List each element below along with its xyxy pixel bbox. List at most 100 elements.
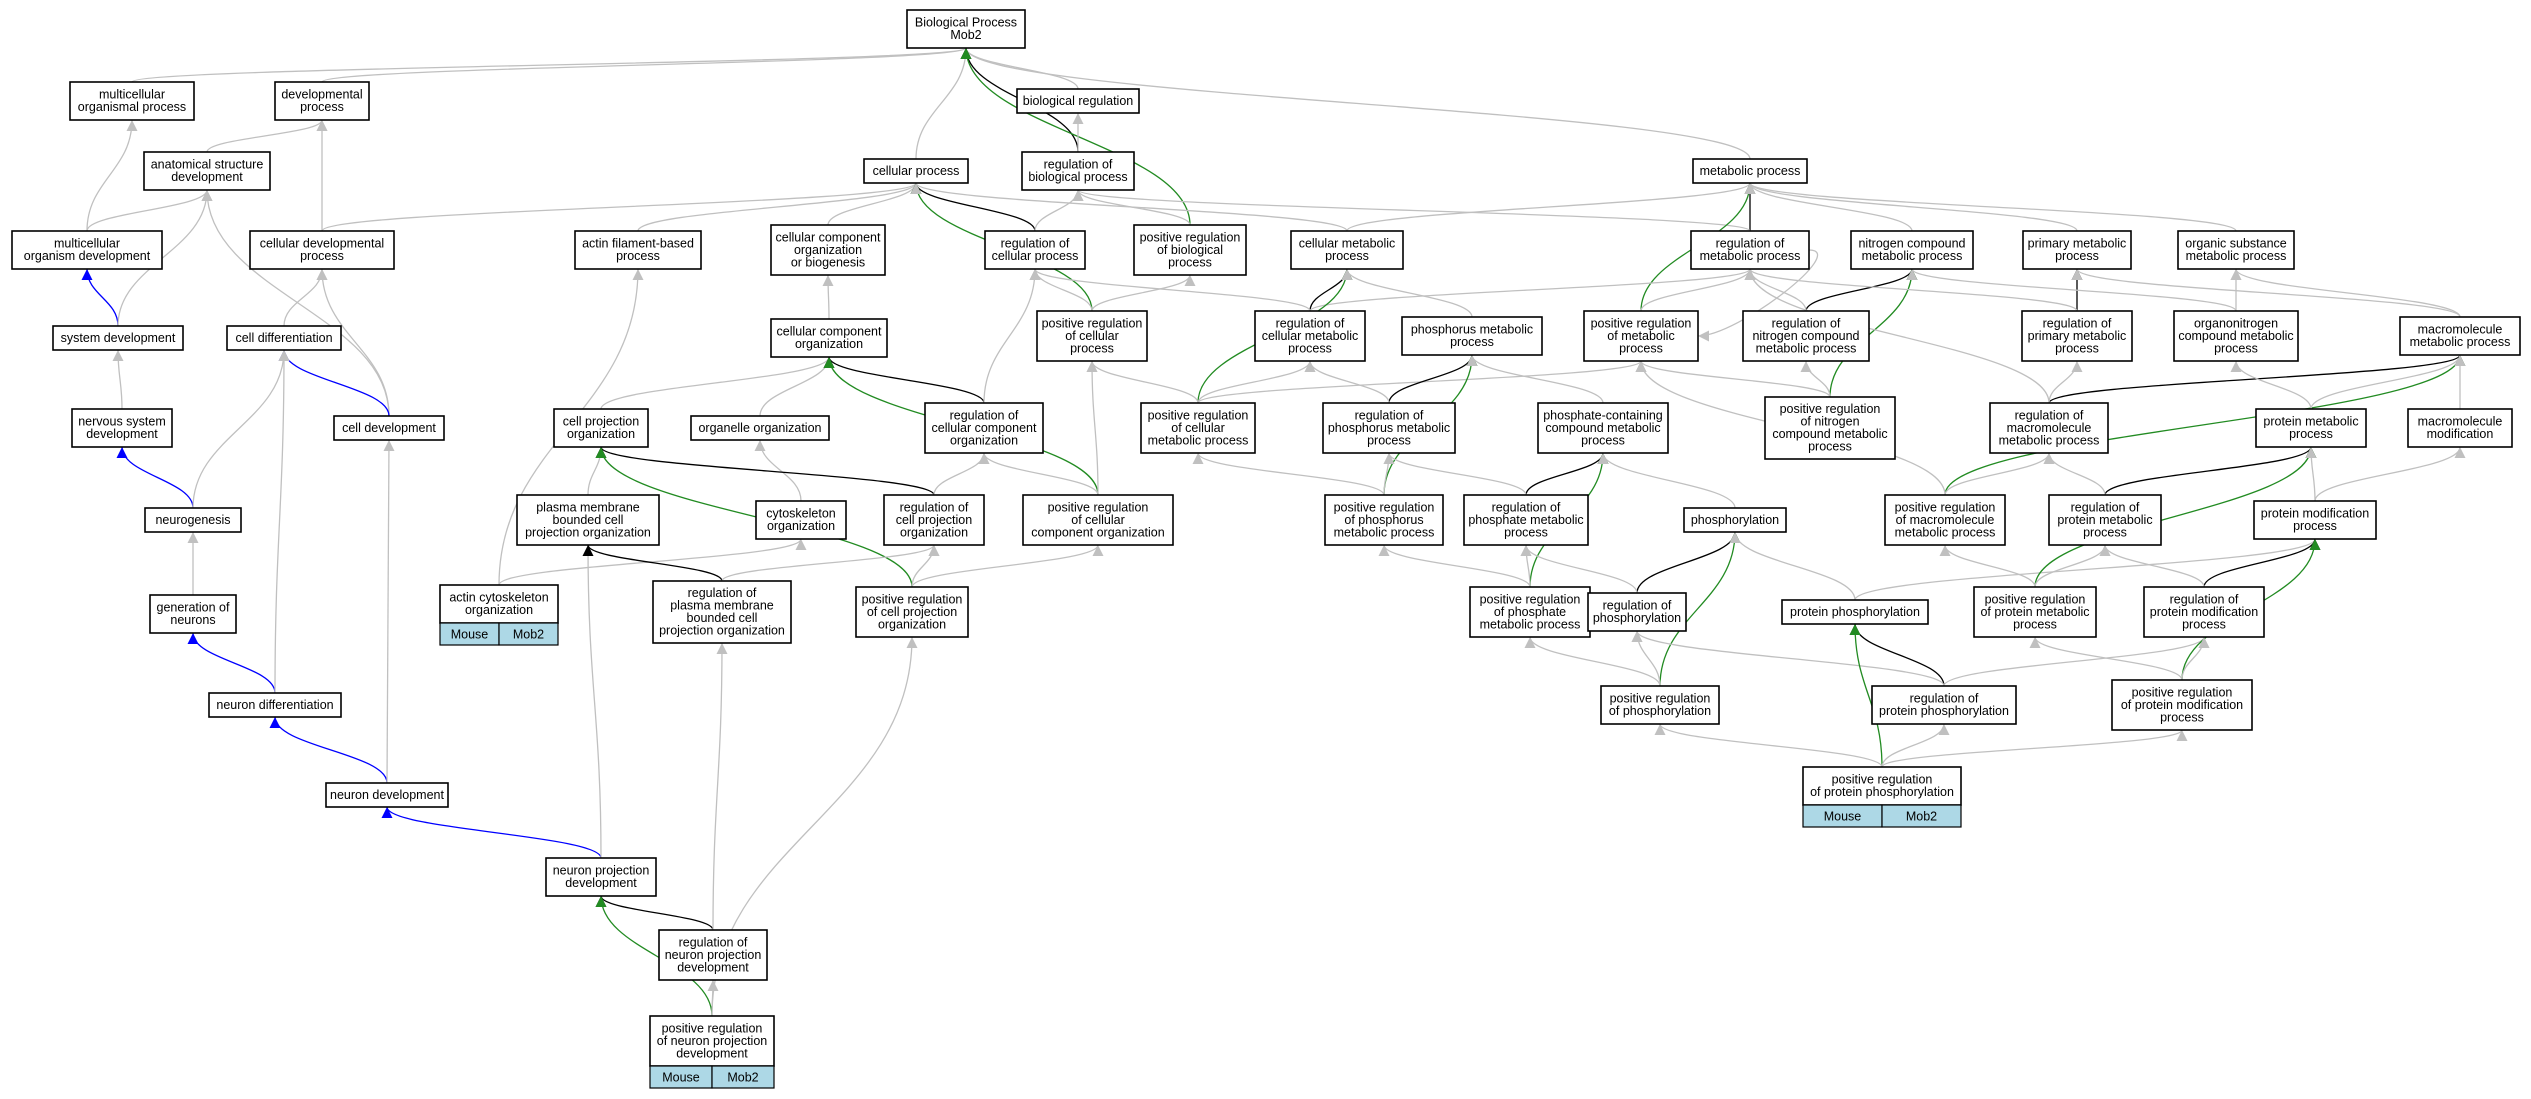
node-ndiff[interactable]: neuron differentiation [208, 692, 342, 718]
node-aco-tag-mob2[interactable]: Mob2 [498, 622, 559, 646]
node-prnpd-label-line: of neuron projection [657, 1034, 768, 1048]
node-rmp-label-line: metabolic process [1700, 249, 1801, 263]
node-rpmodp-label-line: regulation of [2170, 592, 2239, 606]
node-prnpd-tag-mob2[interactable]: Mob2 [711, 1065, 775, 1089]
edge-rcmp-to-rmp [1309, 268, 1756, 312]
node-prprotphos-tag-mouse[interactable]: Mouse [1802, 804, 1883, 828]
node-rmmp-label-line: metabolic process [1999, 433, 2100, 447]
node-aco-tag-mouse[interactable]: Mouse [439, 622, 500, 646]
node-rbp-label-line: regulation of [1044, 158, 1113, 172]
node-protphos[interactable]: protein phosphorylation [1781, 599, 1929, 625]
node-neurogen[interactable]: neurogenesis [144, 507, 242, 533]
node-prcpo-label-line: organization [878, 617, 946, 631]
node-npd-box [545, 857, 657, 897]
edge-npd-to-ndev [381, 806, 602, 859]
node-prbp-label-line: positive regulation [1140, 230, 1241, 244]
node-prprotphos-tag-mob2[interactable]: Mob2 [1881, 804, 1962, 828]
edge-rmmp-to-rpmp [2048, 360, 2083, 404]
edge-mmp-to-osmp [2230, 268, 2461, 318]
node-oo[interactable]: organelle organization [690, 415, 830, 441]
node-celldiff[interactable]: cell differentiation [226, 325, 342, 351]
node-prphmp-label-line: metabolic process [1334, 525, 1435, 539]
edge-rncmp-to-ncmp [1805, 268, 1918, 312]
node-phos[interactable]: phosphorylation [1683, 507, 1787, 533]
node-prnpd-tag-mouse[interactable]: Mouse [649, 1065, 713, 1089]
edges-layer [81, 47, 2466, 1017]
node-sysd[interactable]: system development [52, 325, 184, 351]
node-ndev[interactable]: neuron development [325, 782, 449, 808]
node-metp[interactable]: metabolic process [1692, 158, 1808, 184]
node-rnpd-label-line: development [677, 960, 749, 974]
edge-pccmp-to-phmp [1466, 354, 1604, 404]
edge-rpmodp-to-protmod [2203, 538, 2321, 588]
node-cellp[interactable]: cellular process [863, 158, 969, 184]
edge-rpmbcpo-to-pmbcpo [582, 544, 723, 582]
edge-prphos-to-phos [1659, 531, 1741, 687]
edge-prphmp-to-prcmp [1192, 452, 1385, 496]
node-celldev[interactable]: cell development [333, 415, 445, 441]
node-prprotphos-label-line: positive regulation [1832, 773, 1933, 787]
node-breg[interactable]: biological regulation [1016, 88, 1140, 114]
node-prphmp-box [1324, 494, 1444, 546]
